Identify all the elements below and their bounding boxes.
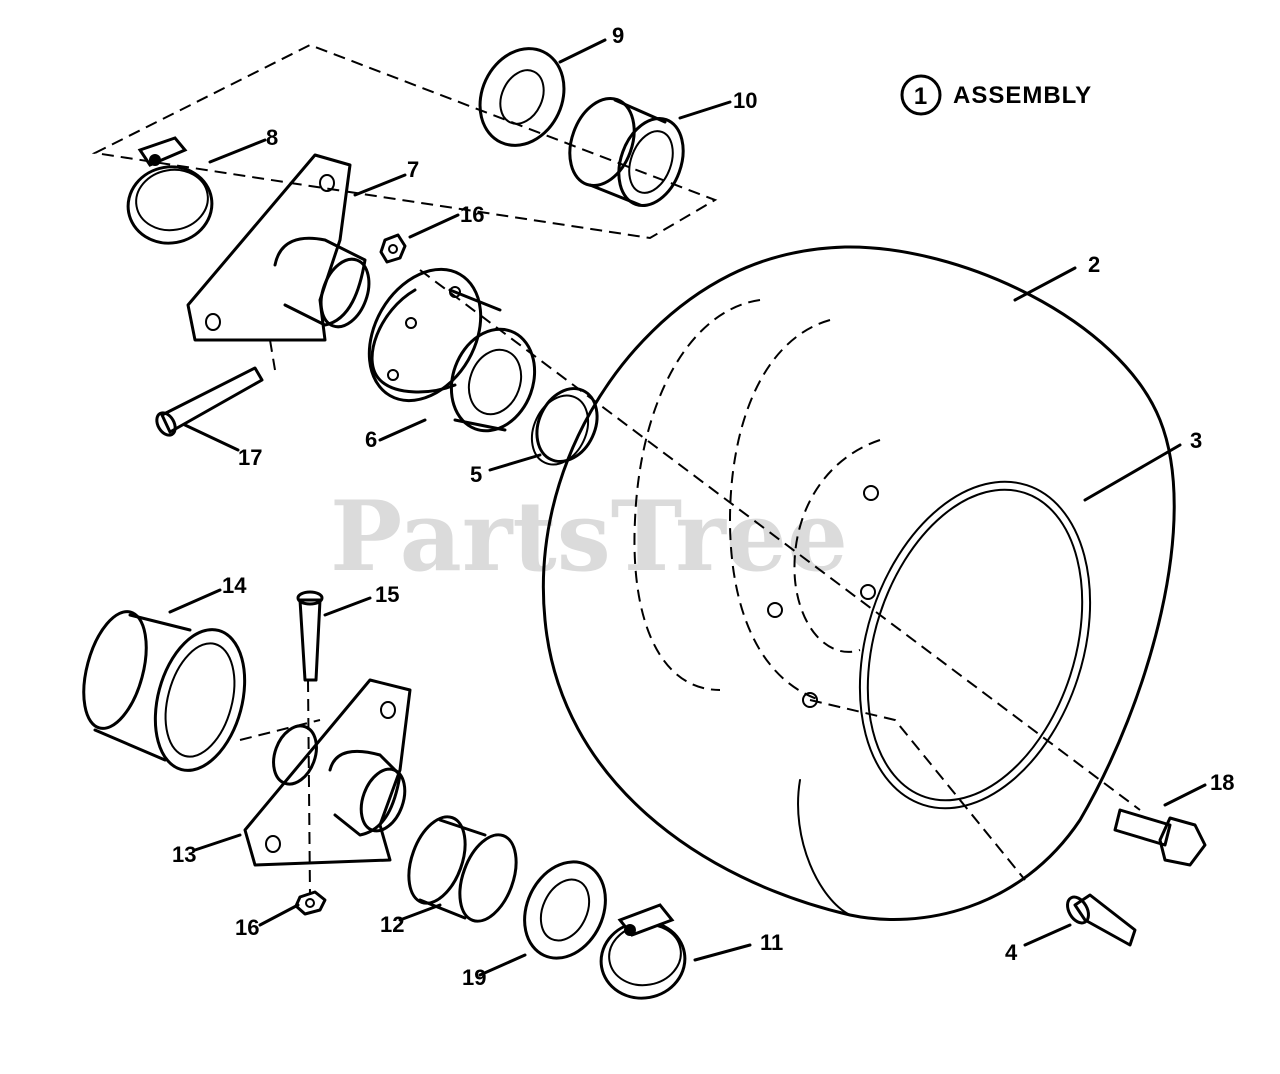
callout-16-lower: 16 bbox=[235, 915, 259, 940]
valve-stem bbox=[1066, 893, 1137, 947]
callout-14: 14 bbox=[222, 573, 247, 598]
callout-5: 5 bbox=[470, 462, 482, 487]
lower-clamp bbox=[599, 903, 687, 1000]
callout-4: 4 bbox=[1005, 940, 1018, 965]
callout-15: 15 bbox=[375, 582, 399, 607]
exploded-guide-box bbox=[91, 43, 718, 240]
callout-7: 7 bbox=[407, 157, 419, 182]
callout-11: 11 bbox=[760, 930, 783, 955]
assembly-number-circle bbox=[900, 74, 942, 116]
flange-bushing bbox=[82, 610, 247, 772]
rim bbox=[633, 299, 1092, 810]
hub bbox=[367, 267, 537, 433]
upper-bolt bbox=[155, 366, 264, 437]
lower-bolt bbox=[296, 590, 324, 682]
callout-17: 17 bbox=[238, 445, 262, 470]
lower-nut bbox=[294, 890, 327, 916]
upper-clamp bbox=[126, 136, 214, 245]
axle-centerline bbox=[419, 269, 1141, 811]
upper-bearing-seal bbox=[478, 47, 566, 147]
upper-bearing bbox=[568, 96, 685, 208]
callout-19: 19 bbox=[462, 965, 486, 990]
callout-6: 6 bbox=[365, 427, 377, 452]
callout-10: 10 bbox=[733, 88, 757, 113]
seal bbox=[530, 387, 599, 466]
valve-guide-line bbox=[809, 699, 1026, 881]
lower-bearing bbox=[407, 815, 518, 923]
tire bbox=[541, 245, 1176, 921]
lower-bracket bbox=[243, 678, 412, 867]
assembly-number: 1 bbox=[914, 83, 928, 110]
bolt-guide-line bbox=[269, 339, 276, 371]
callout-16-upper: 16 bbox=[460, 202, 484, 227]
upper-bracket bbox=[186, 153, 371, 342]
callout-8: 8 bbox=[266, 125, 278, 150]
callout-3: 3 bbox=[1190, 428, 1202, 453]
lower-bolt-guide-line bbox=[307, 679, 311, 896]
lower-seal bbox=[523, 860, 607, 960]
leader-lines bbox=[168, 38, 1207, 977]
watermark: PartsTree bbox=[330, 480, 848, 593]
callout-13: 13 bbox=[172, 842, 196, 867]
callout-18: 18 bbox=[1210, 770, 1234, 795]
assembly-label: ASSEMBLY bbox=[953, 82, 1092, 109]
assembly-title: 1 ASSEMBLY bbox=[900, 74, 1092, 116]
upper-nut bbox=[379, 233, 407, 264]
lower-guide-line bbox=[239, 719, 321, 741]
callout-9: 9 bbox=[612, 23, 624, 48]
lug-bolt bbox=[1113, 808, 1207, 867]
callout-12: 12 bbox=[380, 912, 404, 937]
callout-2: 2 bbox=[1088, 252, 1100, 277]
